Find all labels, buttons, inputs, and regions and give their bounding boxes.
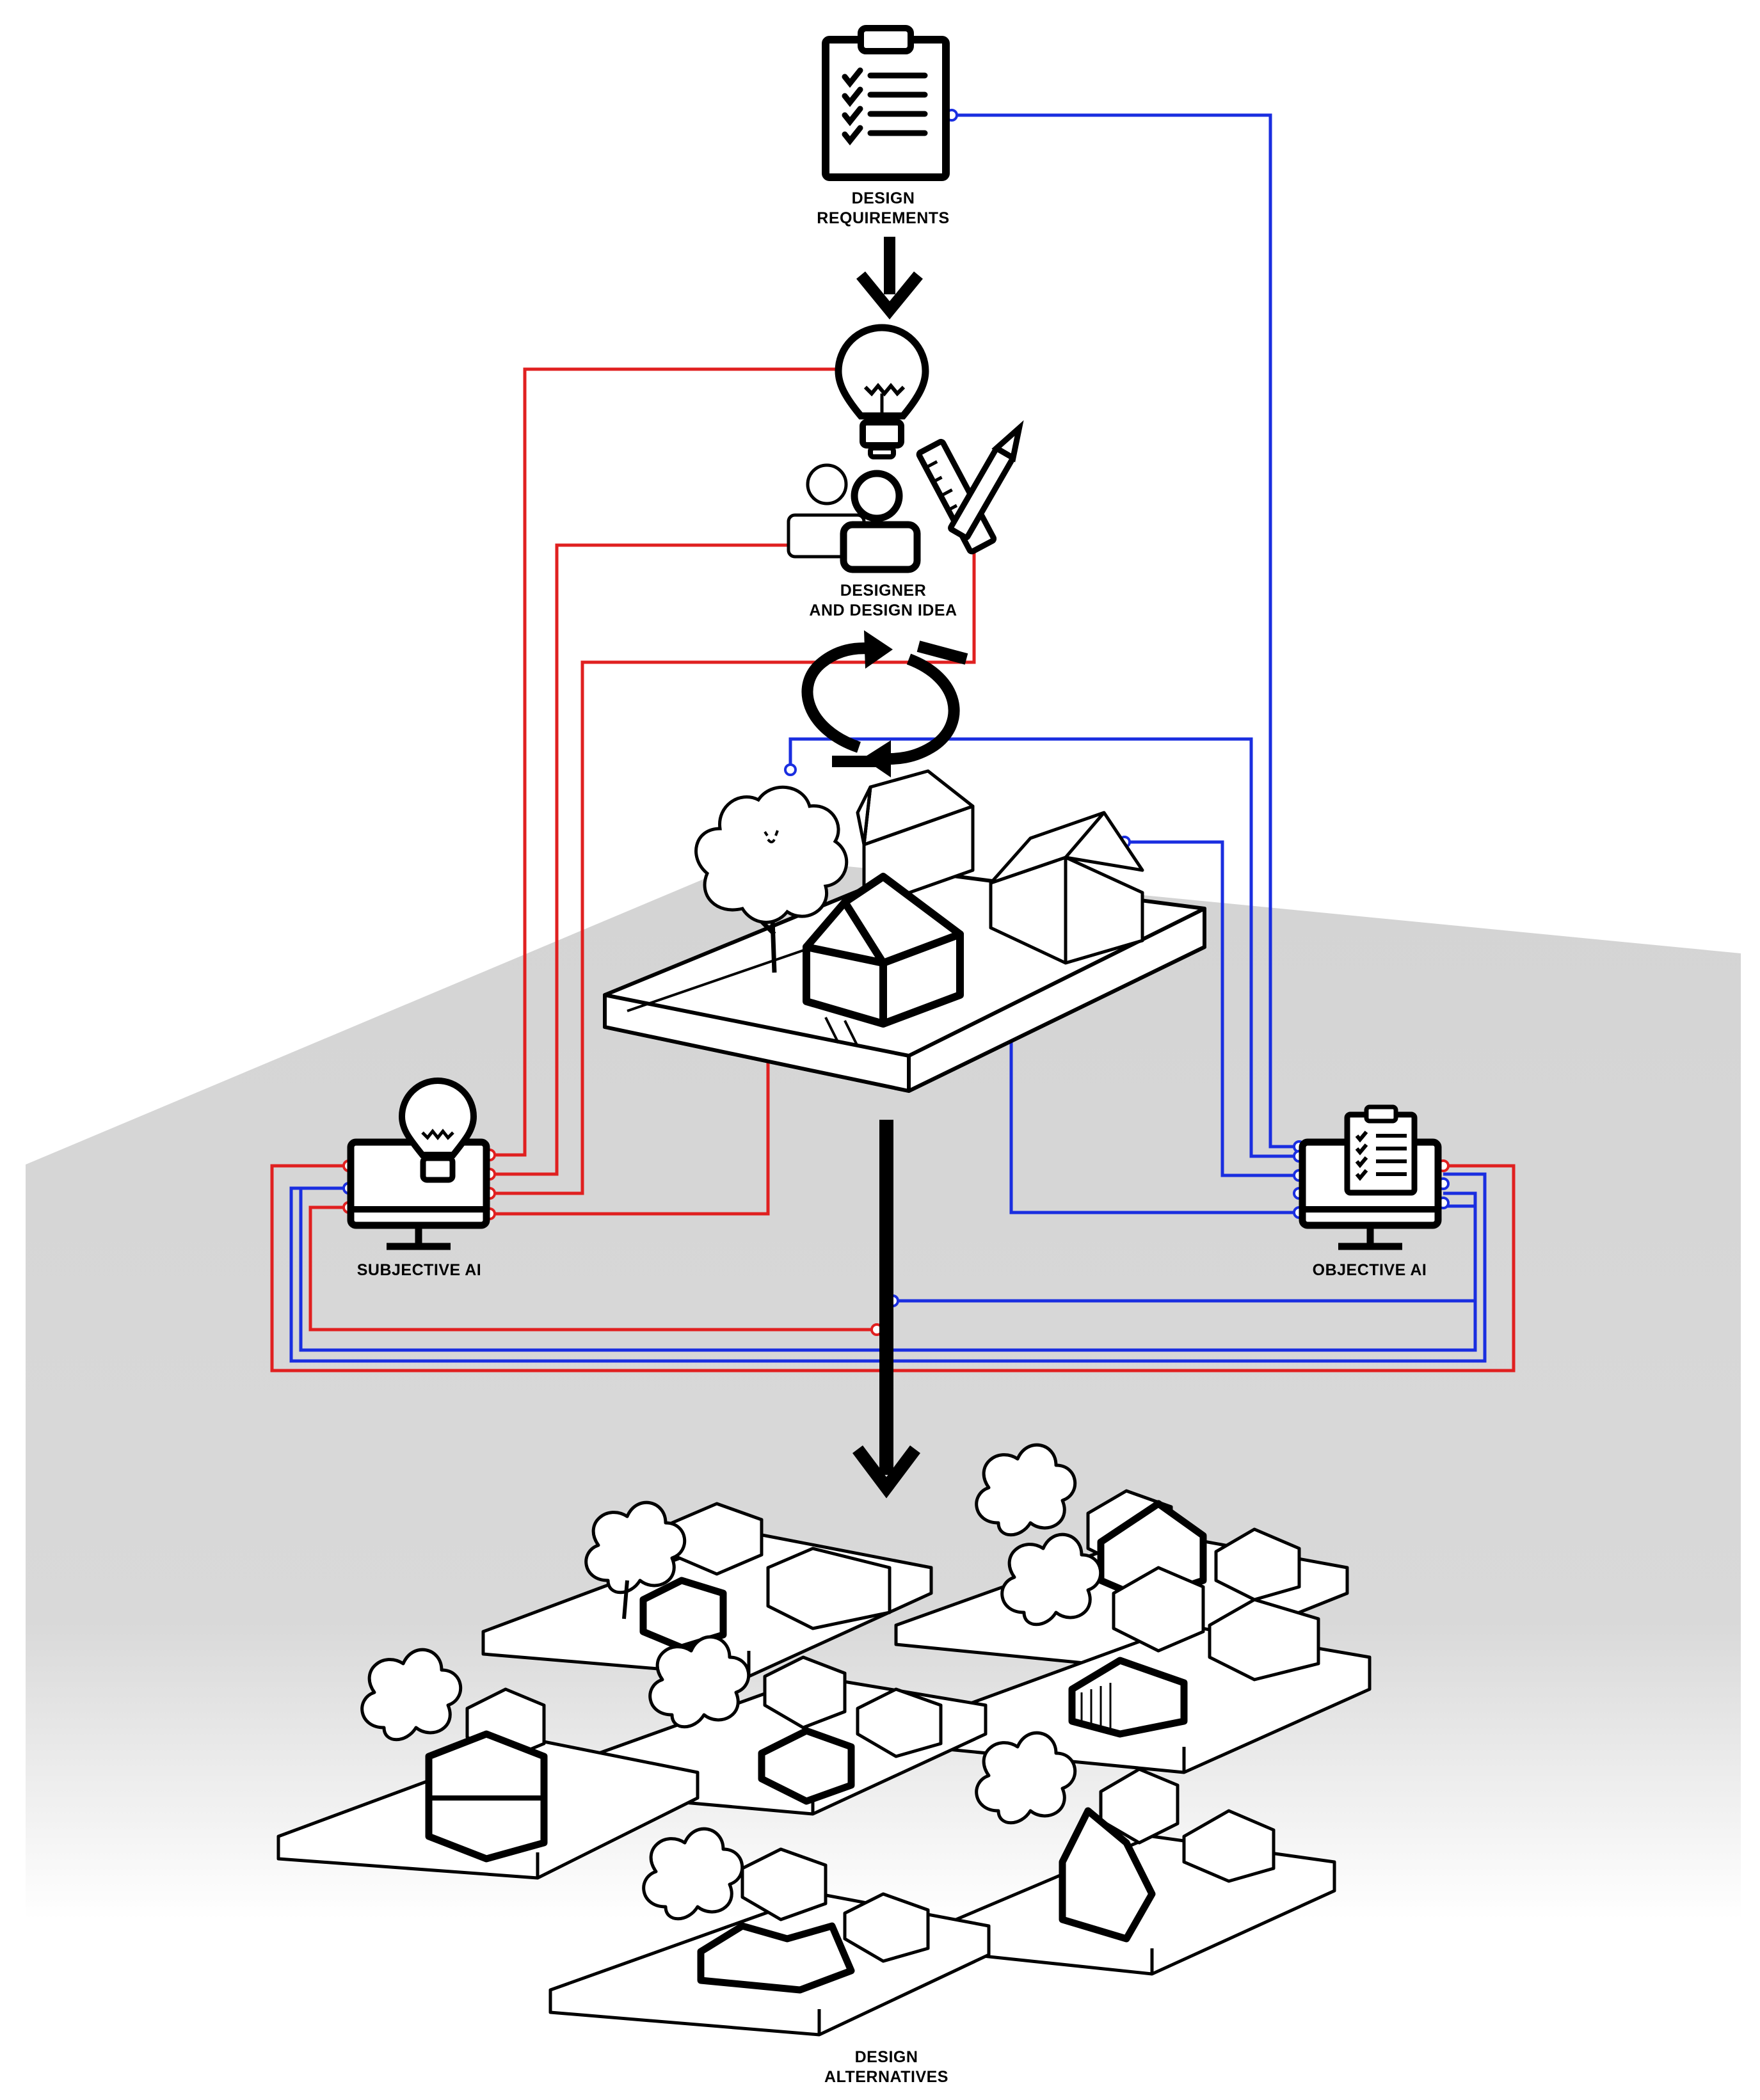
cycle-arrows-icon xyxy=(801,630,968,777)
alternative-tile xyxy=(939,1731,1336,1976)
tree-icon xyxy=(694,785,849,973)
clipboard-icon xyxy=(1344,1104,1418,1196)
subjective-ai-icon xyxy=(347,1078,490,1250)
design-alternatives-group xyxy=(276,1443,1372,2037)
alternative-tile xyxy=(481,1500,933,1678)
designer-icon xyxy=(787,463,921,573)
alternative-tile xyxy=(548,1827,991,2037)
objective-ai-icon xyxy=(1299,1104,1442,1250)
arrow-down-icon xyxy=(856,237,923,320)
lightbulb-icon xyxy=(835,324,929,459)
alternative-tile xyxy=(276,1648,700,1880)
clipboard-icon xyxy=(822,25,950,181)
designer-label: DESIGNER AND DESIGN IDEA xyxy=(809,582,957,619)
house-icon xyxy=(803,873,964,1028)
design-alternatives-label: DESIGN ALTERNATIVES xyxy=(824,2048,948,2086)
house-icon xyxy=(989,811,1144,965)
lightbulb-icon xyxy=(398,1078,477,1183)
arrow-down-icon xyxy=(852,1120,920,1499)
ruler-pencil-icon xyxy=(916,420,1024,555)
design-requirements-label: DESIGN REQUIREMENTS xyxy=(817,189,950,227)
subjective-ai-label: SUBJECTIVE AI xyxy=(356,1261,482,1279)
objective-ai-label: OBJECTIVE AI xyxy=(1312,1261,1427,1279)
